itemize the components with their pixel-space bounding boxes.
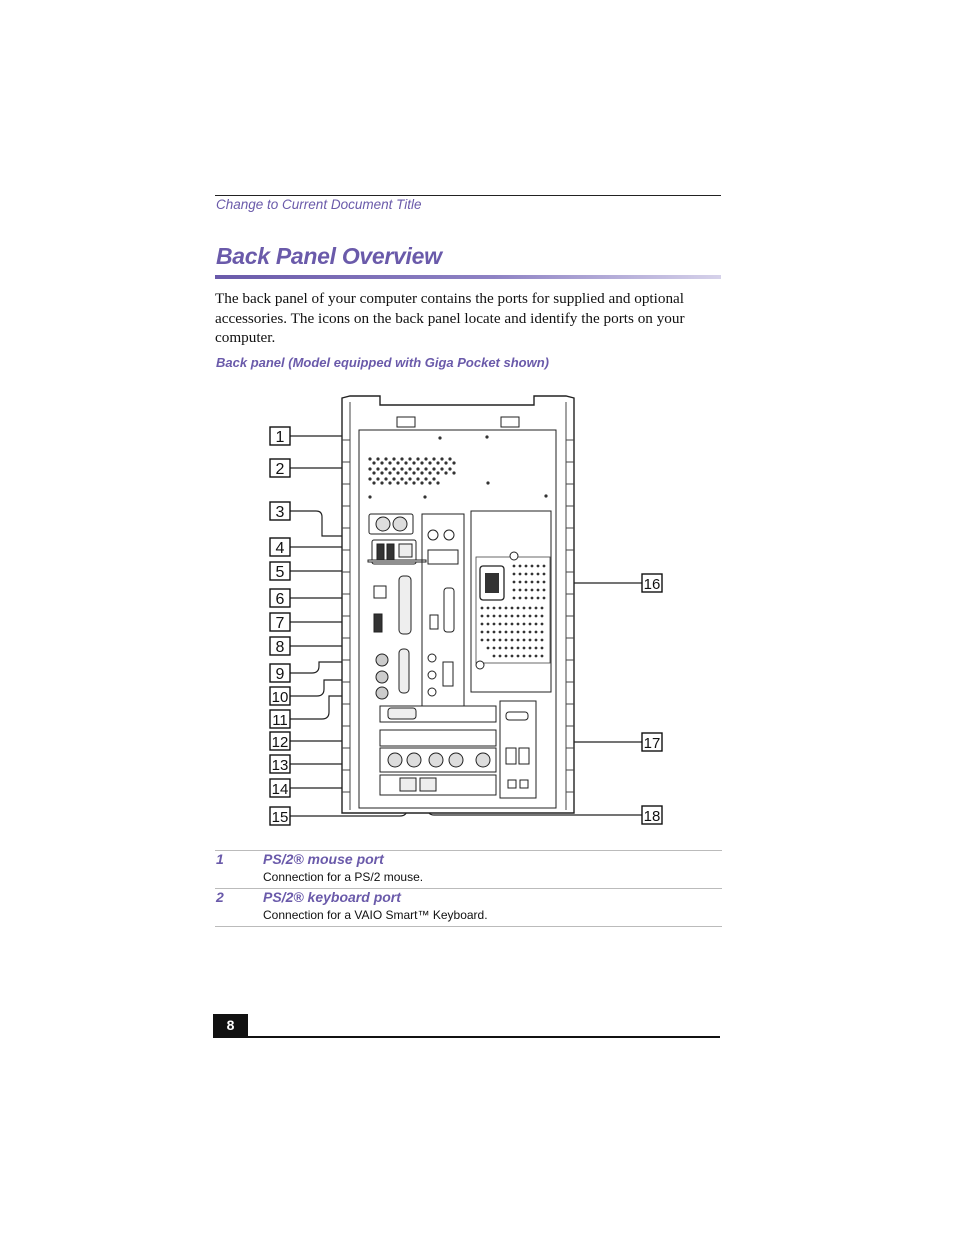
callout-3-label: 3 [276, 504, 285, 521]
callout-1-box [269, 426, 291, 446]
callout-4-box [269, 537, 291, 557]
expansion-slots [379, 700, 537, 799]
callout-13-label: 13 [272, 757, 289, 774]
title-underline [215, 275, 721, 279]
item-number: 1 [216, 851, 224, 867]
callout-6-label: 6 [276, 591, 285, 608]
callout-9-box [269, 663, 291, 683]
list-rule-bottom [215, 926, 722, 927]
callout-16-label: 16 [644, 576, 661, 593]
callout-3: 3 [269, 501, 291, 521]
callout-4-label: 4 [276, 540, 285, 557]
callout-14-box [269, 778, 291, 798]
intro-paragraph: The back panel of your computer contains… [215, 290, 685, 346]
callout-9: 9 [269, 663, 291, 683]
callout-2: 2 [269, 458, 291, 478]
callout-1-label: 1 [276, 429, 285, 446]
callout-2-box [269, 458, 291, 478]
callout-8-label: 8 [276, 639, 285, 656]
item-desc-mouse-port: Connection for a PS/2 mouse. [263, 870, 424, 884]
item-number: 2 [216, 889, 224, 905]
callout-5-label: 5 [276, 564, 285, 581]
callout-10-box [269, 686, 291, 706]
callout-17: 17 [641, 732, 663, 752]
callout-12-box [269, 731, 291, 751]
footer-rule [213, 1036, 720, 1038]
callout-16: 16 [641, 573, 663, 593]
callout-18-box [641, 805, 663, 825]
callout-3-box [269, 501, 291, 521]
callout-7-box [269, 612, 291, 632]
list-rule-middle [215, 888, 722, 889]
callout-7: 7 [269, 612, 291, 632]
running-header: Change to Current Document Title [216, 197, 422, 212]
callout-12-label: 12 [272, 734, 289, 751]
callout-16-box [641, 573, 663, 593]
callout-18-label: 18 [644, 808, 661, 825]
vent-top [368, 435, 548, 499]
item-title-keyboard-port: PS/2® keyboard port [263, 889, 401, 905]
callout-9-label: 9 [276, 666, 285, 683]
callout-6-box [269, 588, 291, 608]
page-title: Back Panel Overview [216, 243, 442, 269]
callout-15-box [269, 806, 291, 826]
callout-8-box [269, 636, 291, 656]
left-port-column [367, 513, 427, 700]
header-rule [215, 195, 721, 196]
callout-14-label: 14 [272, 781, 289, 798]
callout-13-box [269, 754, 291, 774]
callout-5-box [269, 561, 291, 581]
callout-13: 13 [269, 754, 291, 774]
callout-11-box [269, 709, 291, 729]
callout-17-box [641, 732, 663, 752]
callout-15-label: 15 [272, 809, 289, 826]
callout-11-label: 11 [272, 712, 288, 729]
callout-7-label: 7 [276, 615, 285, 632]
callout-10-label: 10 [272, 689, 289, 706]
callout-8: 8 [269, 636, 291, 656]
callout-17-label: 17 [644, 735, 661, 752]
list-rule-top [215, 850, 722, 851]
callout-1: 1 [269, 426, 291, 446]
callout-18: 18 [641, 805, 663, 825]
callout-11: 11 [269, 709, 291, 729]
power-supply [470, 510, 552, 693]
callout-4: 4 [269, 537, 291, 557]
callout-15: 15 [269, 806, 291, 826]
figure-caption: Back panel (Model equipped with Giga Poc… [216, 355, 549, 370]
item-desc-keyboard-port: Connection for a VAIO Smart™ Keyboard. [263, 908, 488, 922]
callout-12: 12 [269, 731, 291, 751]
callout-2-label: 2 [276, 461, 285, 478]
callout-14: 14 [269, 778, 291, 798]
callouts-right: 16 17 18 [641, 573, 663, 825]
callout-6: 6 [269, 588, 291, 608]
item-title-mouse-port: PS/2® mouse port [263, 851, 384, 867]
page-number: 8 [213, 1014, 248, 1037]
callout-10: 10 [269, 686, 291, 706]
callout-5: 5 [269, 561, 291, 581]
